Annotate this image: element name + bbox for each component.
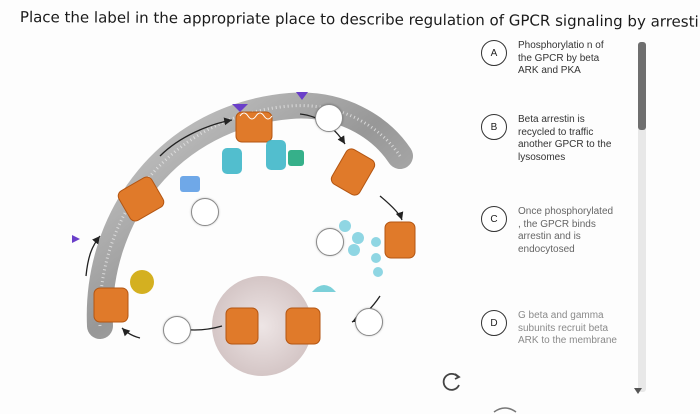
receptor-vesicle-right xyxy=(285,307,321,345)
arrestin-bottom-left xyxy=(130,270,154,294)
arrestin-vesicle-top xyxy=(312,285,336,292)
label-options: A Phosphorylatio n of the GPCR by beta A… xyxy=(478,40,648,410)
receptor-upper-right xyxy=(330,148,376,196)
option-text-b[interactable]: Beta arrestin is recycled to traffic ano… xyxy=(518,114,612,163)
option-text-d[interactable]: G beta and gamma subunits recruit beta A… xyxy=(518,310,617,346)
g-beta-gamma xyxy=(180,150,304,192)
arrow-3 xyxy=(379,195,404,221)
question-title: Place the label in the appropriate place… xyxy=(19,8,700,31)
option-text-a[interactable]: Phosphorylatio n of the GPCR by beta ARK… xyxy=(518,40,604,76)
options-scrollbar[interactable] xyxy=(638,42,646,392)
diagram-illustration xyxy=(72,92,416,376)
arrow-1 xyxy=(159,117,233,157)
ligand-markers xyxy=(72,92,308,243)
drop-zone-4[interactable] xyxy=(355,308,383,336)
receptor-left xyxy=(117,176,165,222)
arrow-7 xyxy=(85,235,101,277)
option-text-c[interactable]: Once phosphorylated , the GPCR binds arr… xyxy=(518,206,614,255)
receptor-vesicle-left xyxy=(225,307,259,345)
drop-zone-1[interactable] xyxy=(315,104,343,132)
arrow-6 xyxy=(121,327,141,339)
receptor-bottom-left xyxy=(93,287,129,323)
drop-zone-3[interactable] xyxy=(316,228,344,256)
caret-mark xyxy=(493,407,517,413)
beta-arrestin-top xyxy=(222,140,286,174)
beta-arrestin-dots xyxy=(339,220,383,277)
refresh-icon[interactable] xyxy=(440,370,464,394)
option-letter-a[interactable]: A xyxy=(481,40,507,66)
receptor-top xyxy=(235,111,273,143)
drop-zone-2[interactable] xyxy=(191,198,219,226)
option-letter-c[interactable]: C xyxy=(481,206,507,232)
endocytic-vesicle xyxy=(212,276,312,376)
gpcr-diagram xyxy=(0,36,470,414)
receptor-right xyxy=(384,221,416,259)
scrollbar-thumb[interactable] xyxy=(638,42,646,130)
option-letter-d[interactable]: D xyxy=(481,310,507,336)
chevron-down-icon[interactable] xyxy=(634,388,642,394)
drop-zone-5[interactable] xyxy=(163,316,191,344)
option-letter-b[interactable]: B xyxy=(481,114,507,140)
